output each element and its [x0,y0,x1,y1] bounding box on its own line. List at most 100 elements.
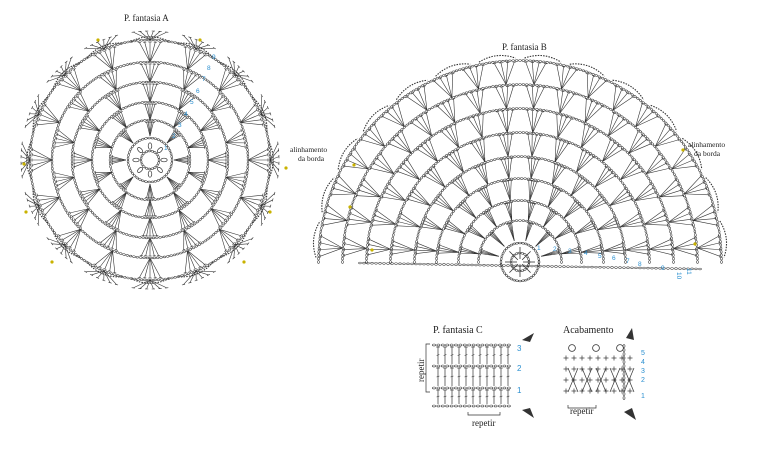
base-chain [426,263,430,266]
double-crochet [149,199,153,216]
chain-stitch [498,132,502,136]
double-crochet [234,66,240,76]
stitch-top [258,113,260,117]
double-crochet [80,188,100,193]
double-crochet [260,193,275,207]
double-crochet [183,73,192,90]
stitch-top [72,249,76,252]
chain-stitch [260,115,264,119]
arrow-icon [522,333,534,342]
chain-stitch [31,181,34,186]
chain-stitch [223,95,227,99]
chain-stitch [462,143,466,147]
chain-stitch [141,137,145,141]
chain-stitch [496,180,500,183]
double-crochet [207,159,226,168]
chain-stitch [194,123,198,127]
stitch-top [663,213,666,218]
chain-stitch [112,89,116,93]
base-chain [494,264,498,267]
chain-stitch [108,154,112,159]
double-crochet [45,197,60,215]
chain-stitch [671,169,674,173]
chain-stitch [530,178,534,181]
chain-stitch [577,119,582,122]
double-crochet [438,197,454,212]
double-crochet [361,184,381,198]
double-crochet [422,226,443,231]
double-crochet [74,152,93,161]
chain-stitch [559,250,562,254]
double-crochet [424,175,446,188]
chain-stitch [61,202,64,206]
chain-stitch [121,107,125,110]
stitch-bar [485,354,489,356]
chain-stitch [611,211,615,215]
double-crochet [51,243,66,246]
scallop [705,177,719,213]
double-crochet [628,135,643,154]
chain-stitch [440,404,445,408]
chain-stitch [185,174,188,179]
chain-stitch [580,175,584,179]
chain-stitch [70,217,73,221]
stitch-top [218,224,221,228]
chain-stitch [639,165,643,169]
double-crochet [56,244,66,250]
chain-stitch [448,215,452,219]
chain-stitch [367,233,371,237]
chain-stitch [143,198,147,201]
double-crochet [114,116,127,128]
base-chain [670,267,674,270]
chain-stitch [622,344,626,348]
stitch-top [203,54,207,57]
chain-stitch [665,161,669,165]
chain-stitch [341,250,344,254]
base-chain [582,265,586,269]
chain-stitch [55,83,59,87]
double-crochet [100,230,117,243]
chain-stitch [176,275,181,278]
chain-stitch [133,121,137,125]
double-crochet [369,239,391,250]
chain-stitch [515,279,519,282]
chain-stitch [668,226,671,230]
chain-stitch [101,124,105,128]
chain-stitch [404,198,408,202]
stitch-top [641,134,644,137]
base-chain [386,262,390,265]
chain-stitch [238,118,241,122]
chain-stitch [471,343,476,347]
stitch-top [200,180,203,184]
chain-stitch [500,257,503,261]
base-chain [686,267,690,270]
chain-stitch [620,146,624,150]
chain-stitch [164,143,168,147]
stitch-top [424,141,427,145]
chain-stitch [531,132,536,135]
stitch-top [631,95,635,99]
chain-stitch [103,222,107,226]
double-crochet [476,66,479,89]
stitch-top [471,116,476,119]
chain-stitch [427,208,430,212]
chain-stitch [121,232,125,235]
chain-stitch [31,185,35,189]
stitch-top [402,162,406,166]
chain-stitch [600,243,603,247]
chain-stitch [586,150,590,153]
chain-stitch [115,66,120,69]
double-crochet [361,139,385,147]
chain-stitch [193,94,197,98]
stitch-top [186,247,190,250]
chain-stitch [600,76,605,80]
double-crochet [144,104,151,121]
stitch-top [480,188,484,191]
stitch-top [577,175,581,178]
double-crochet [417,243,437,252]
double-crochet [457,178,470,196]
chain-stitch [51,149,54,154]
double-crochet [584,101,592,123]
double-crochet [581,244,601,253]
stitch-top [59,65,63,68]
